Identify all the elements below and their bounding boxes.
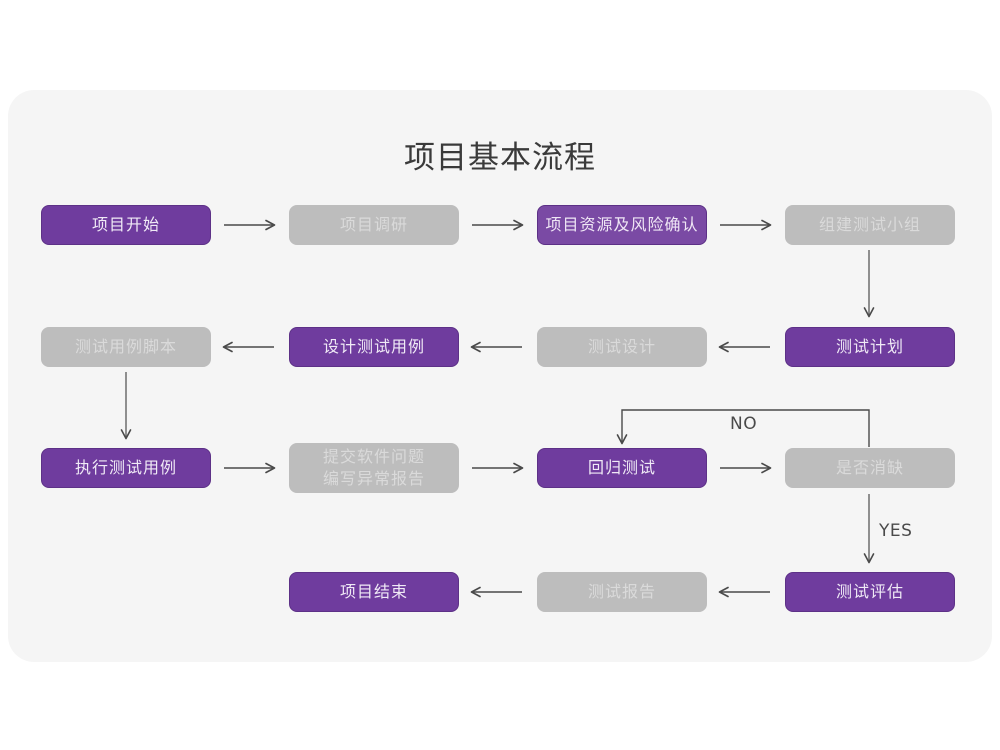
node-defect-cleared[interactable]: 是否消缺: [785, 448, 955, 488]
node-project-research[interactable]: 项目调研: [289, 205, 459, 245]
node-regression-test[interactable]: 回归测试: [537, 448, 707, 488]
node-resource-risk-confirm[interactable]: 项目资源及风险确认: [537, 205, 707, 245]
node-execute-test-case[interactable]: 执行测试用例: [41, 448, 211, 488]
node-test-plan[interactable]: 测试计划: [785, 327, 955, 367]
edge-label-no: NO: [730, 414, 758, 434]
flowchart-card: [8, 90, 992, 662]
node-project-start[interactable]: 项目开始: [41, 205, 211, 245]
node-test-report[interactable]: 测试报告: [537, 572, 707, 612]
node-test-design[interactable]: 测试设计: [537, 327, 707, 367]
page-title: 项目基本流程: [404, 140, 596, 176]
node-submit-issue-report[interactable]: 提交软件问题 编写异常报告: [289, 443, 459, 493]
node-design-test-case[interactable]: 设计测试用例: [289, 327, 459, 367]
node-form-test-team[interactable]: 组建测试小组: [785, 205, 955, 245]
node-test-evaluation[interactable]: 测试评估: [785, 572, 955, 612]
node-test-case-script[interactable]: 测试用例脚本: [41, 327, 211, 367]
edge-label-yes: YES: [879, 521, 913, 541]
node-project-end[interactable]: 项目结束: [289, 572, 459, 612]
